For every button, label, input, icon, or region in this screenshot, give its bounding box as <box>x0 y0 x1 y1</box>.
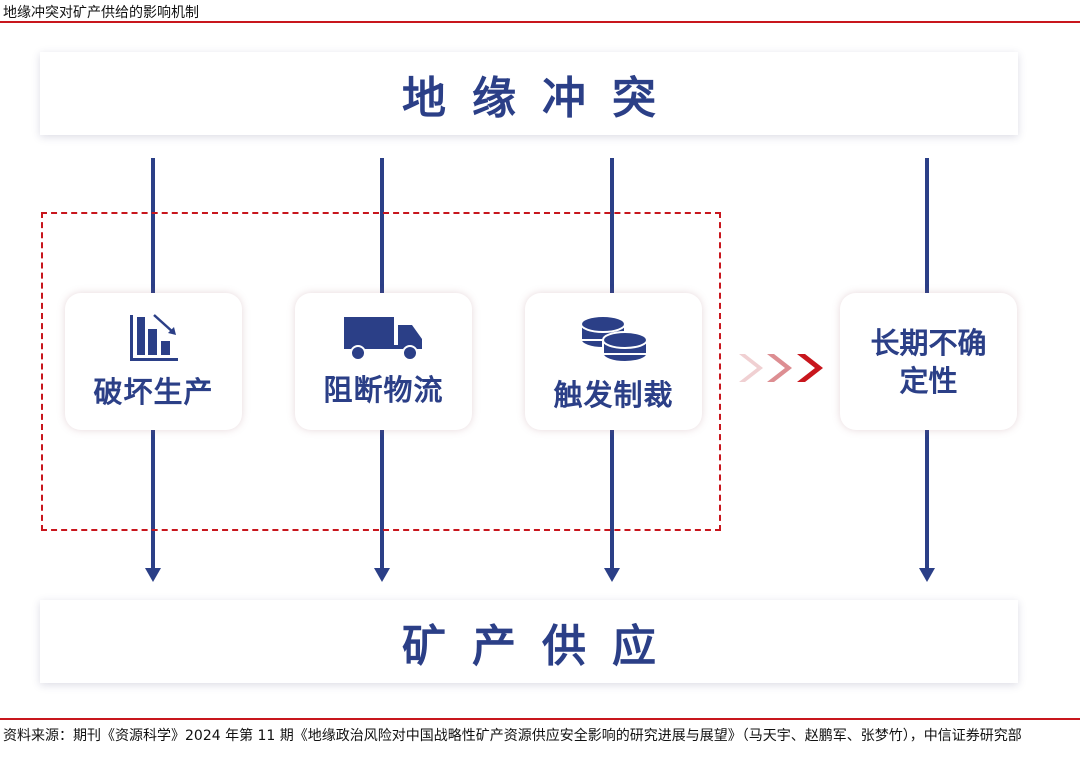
card-label: 触发制裁 <box>553 377 674 412</box>
arrow-down-icon <box>374 568 390 582</box>
top-banner: 地缘冲突 <box>40 52 1018 135</box>
arrow-down-icon <box>604 568 620 582</box>
card-label: 阻断物流 <box>323 372 444 407</box>
chevrons-right-icon <box>737 350 827 386</box>
coins-icon <box>579 314 648 363</box>
bottom-banner: 矿产供应 <box>40 600 1018 683</box>
figure-title: 地缘冲突对矿产供给的影响机制 <box>3 5 199 21</box>
card-logistics: 阻断物流 <box>295 293 472 430</box>
bottom-divider <box>0 718 1080 720</box>
truck-icon <box>343 316 422 361</box>
card-uncertainty: 长期不确定性 <box>840 293 1017 430</box>
declining-bar-chart-icon <box>129 313 178 361</box>
card-label: 长期不确定性 <box>870 325 987 398</box>
dashed-group-box <box>41 212 721 531</box>
source-note: 资料来源：期刊《资源科学》2024 年第 11 期《地缘政治风险对中国战略性矿产… <box>3 728 1022 744</box>
arrow-down-icon <box>145 568 161 582</box>
top-divider <box>0 21 1080 23</box>
card-production: 破坏生产 <box>65 293 242 430</box>
card-sanctions: 触发制裁 <box>525 293 702 430</box>
arrow-down-icon <box>919 568 935 582</box>
card-label: 破坏生产 <box>93 374 214 409</box>
